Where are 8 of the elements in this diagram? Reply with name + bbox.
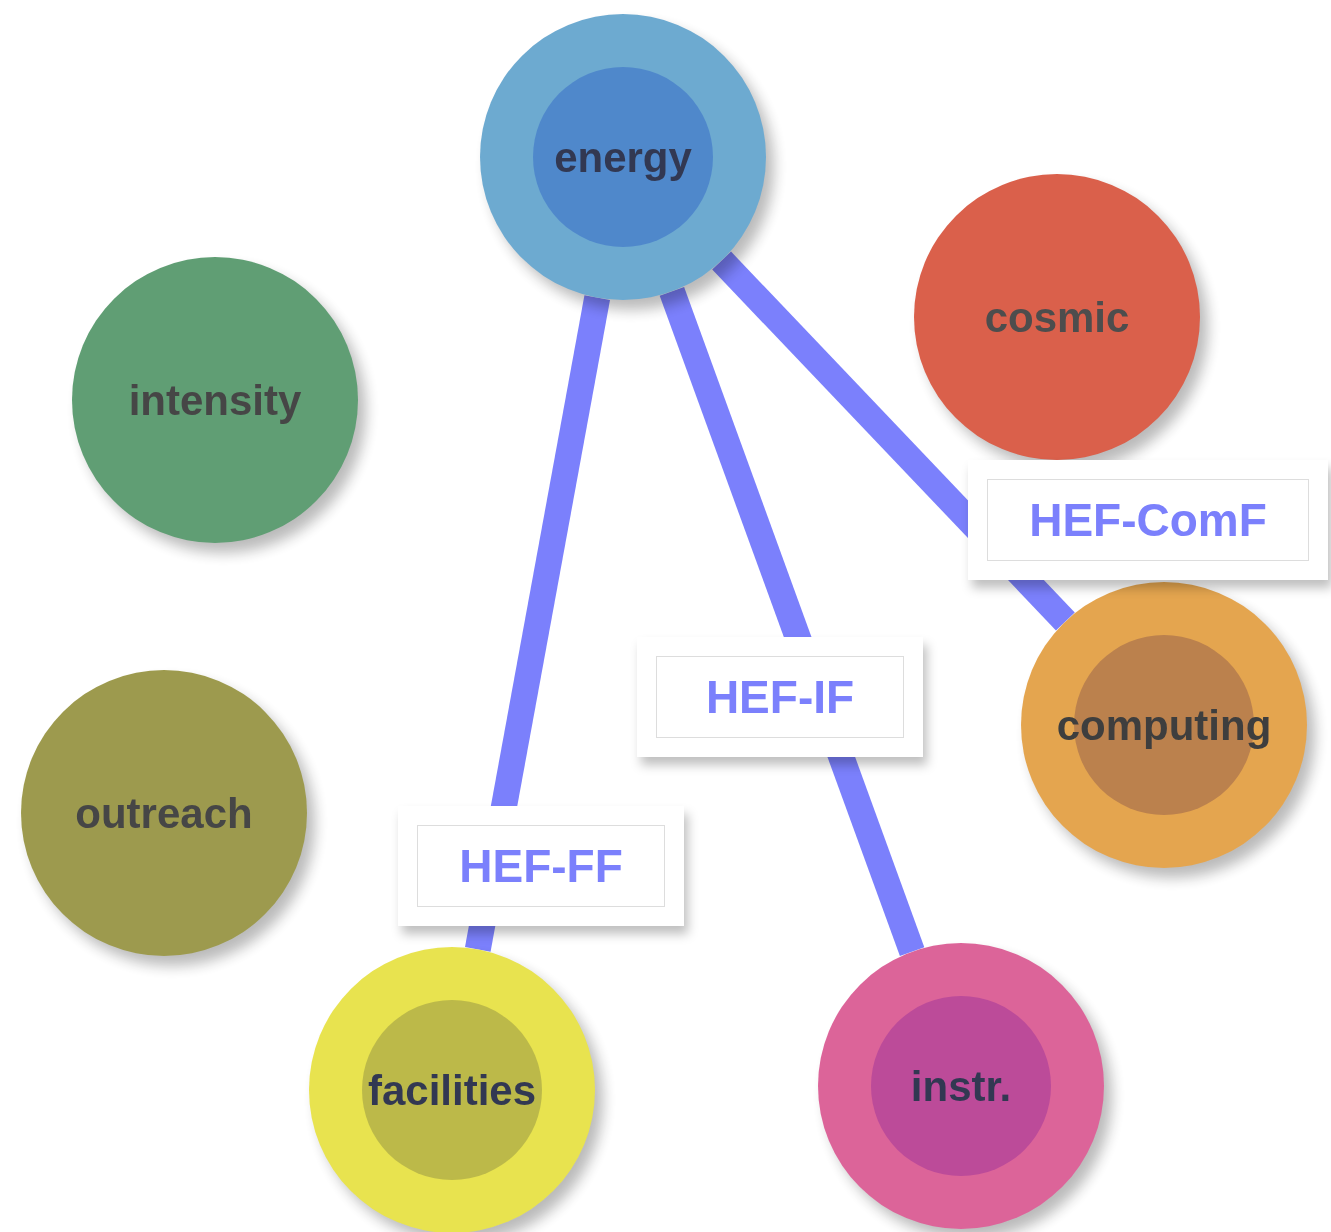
node-label: computing bbox=[1056, 700, 1272, 751]
node-label: intensity bbox=[128, 375, 302, 426]
node-label: energy bbox=[554, 132, 692, 183]
node-label: instr. bbox=[910, 1061, 1012, 1112]
node-label: outreach bbox=[75, 788, 253, 839]
node-label: facilities bbox=[367, 1065, 537, 1116]
node-label: cosmic bbox=[984, 292, 1130, 343]
connector-line bbox=[712, 251, 1075, 631]
